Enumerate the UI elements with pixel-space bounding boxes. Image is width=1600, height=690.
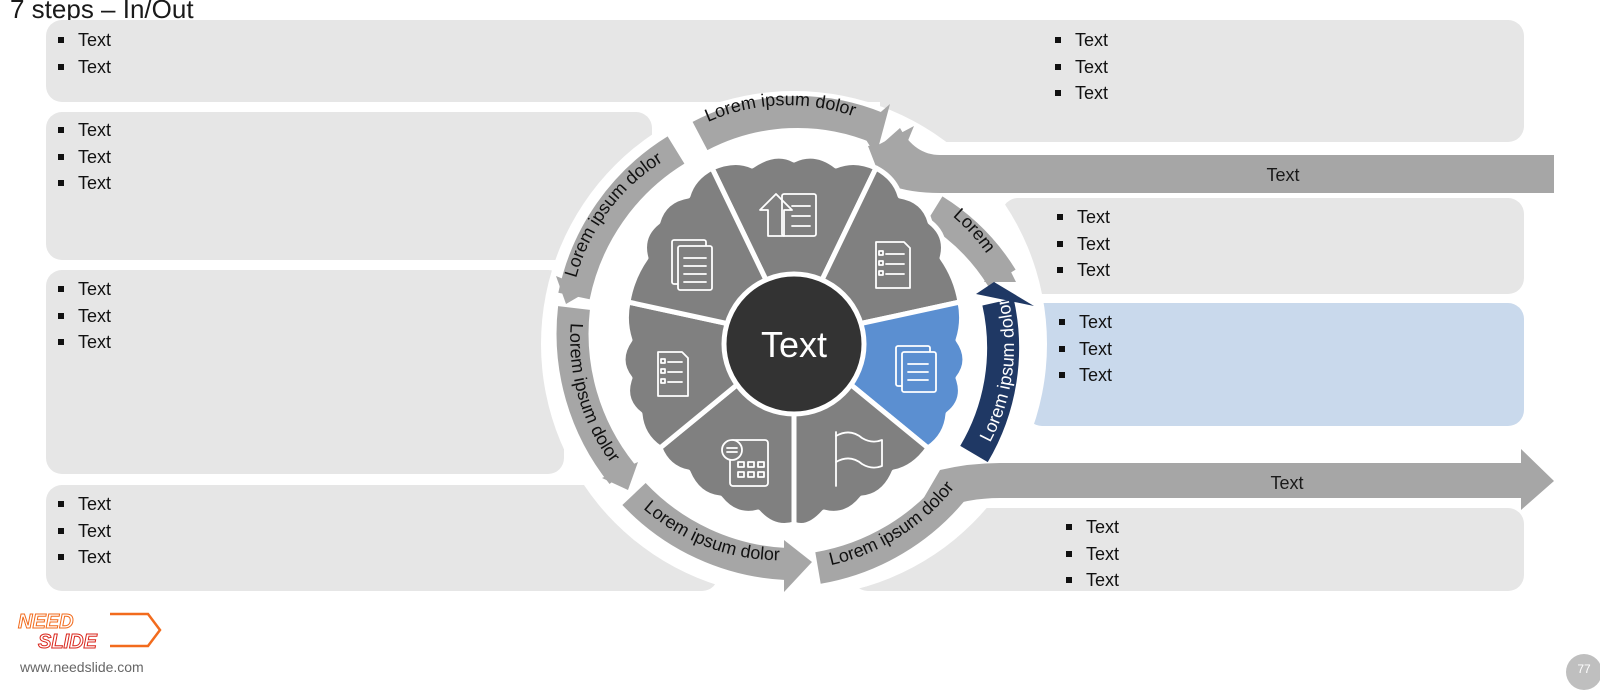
panel-right-3-highlight xyxy=(1026,303,1524,426)
arc-bottom-right xyxy=(815,475,969,584)
list-right-2: Text Text Text xyxy=(1055,204,1110,284)
list-item: Text xyxy=(1055,257,1110,284)
logo-line-2: SLIDE xyxy=(38,631,98,653)
panel-right-2 xyxy=(1002,198,1524,294)
list-item: Text xyxy=(56,117,111,144)
list-top-left: Text Text xyxy=(56,27,111,80)
arc-top-tip xyxy=(860,104,890,156)
list-item: Text xyxy=(1064,567,1119,594)
list-right-3: Text Text Text xyxy=(1057,309,1112,389)
list-item: Text xyxy=(1053,27,1108,54)
arc-right-highlight xyxy=(960,298,1020,463)
calculator-icon xyxy=(721,439,769,487)
arc-top xyxy=(692,95,885,151)
list-left-3: Text Text Text xyxy=(56,276,111,356)
footer-url[interactable]: www.needslide.com xyxy=(20,659,144,675)
flag-icon xyxy=(835,431,883,487)
panel-left-3 xyxy=(46,270,564,474)
in-arrow-tip xyxy=(878,126,914,160)
logo-line-1: NEED xyxy=(18,611,74,633)
list-item: Text xyxy=(56,544,111,571)
hub-circle xyxy=(721,271,867,417)
logo-mark: NEED SLIDE xyxy=(18,611,162,654)
list-item: Text xyxy=(1053,54,1108,81)
arc-upper-right-tip xyxy=(984,254,1016,282)
out-arrow-label: Text xyxy=(1270,473,1303,493)
page-number-badge: 77 xyxy=(1566,654,1600,690)
arc-upper-left-tip xyxy=(556,276,590,304)
panel-left-2 xyxy=(46,112,652,260)
stacked-pages-icon xyxy=(671,239,713,291)
in-arrow xyxy=(868,128,1554,193)
list-item: Text xyxy=(1057,362,1112,389)
checklist-document-icon xyxy=(875,241,911,289)
list-item: Text xyxy=(56,276,111,303)
list-item: Text xyxy=(1055,231,1110,258)
needslide-logo: NEED SLIDE xyxy=(14,608,164,659)
checklist-icon xyxy=(657,351,689,397)
arc-right-highlight-tip xyxy=(976,282,1034,306)
list-item: Text xyxy=(1053,80,1108,107)
in-arrow-label: Text xyxy=(1266,165,1299,185)
stacked-documents-icon xyxy=(895,345,937,393)
segment-top xyxy=(709,153,879,341)
list-item: Text xyxy=(56,170,111,197)
list-item: Text xyxy=(56,144,111,171)
arc-left-tip xyxy=(602,462,638,490)
arc-left xyxy=(556,306,635,485)
list-item: Text xyxy=(1057,336,1112,363)
list-left-2: Text Text Text xyxy=(56,117,111,197)
list-item: Text xyxy=(56,329,111,356)
list-item: Text xyxy=(56,54,111,81)
list-item: Text xyxy=(56,518,111,545)
upload-checklist-icon xyxy=(759,193,817,237)
panel-top-right-extension xyxy=(880,60,1524,142)
list-item: Text xyxy=(1064,514,1119,541)
arc-upper-left xyxy=(558,136,685,300)
list-right-4: Text Text Text xyxy=(1064,514,1119,594)
out-arrow xyxy=(905,449,1554,530)
list-left-4: Text Text Text xyxy=(56,491,111,571)
arrow-ring xyxy=(556,95,1016,584)
list-item: Text xyxy=(1057,309,1112,336)
list-top-right: Text Text Text xyxy=(1053,27,1108,107)
list-item: Text xyxy=(1064,541,1119,568)
list-item: Text xyxy=(56,491,111,518)
list-item: Text xyxy=(56,27,111,54)
arc-bottom-left xyxy=(622,482,788,580)
hub-label: Text xyxy=(761,324,827,365)
arc-bottom-left-tip xyxy=(784,540,812,592)
list-item: Text xyxy=(1055,204,1110,231)
list-item: Text xyxy=(56,303,111,330)
